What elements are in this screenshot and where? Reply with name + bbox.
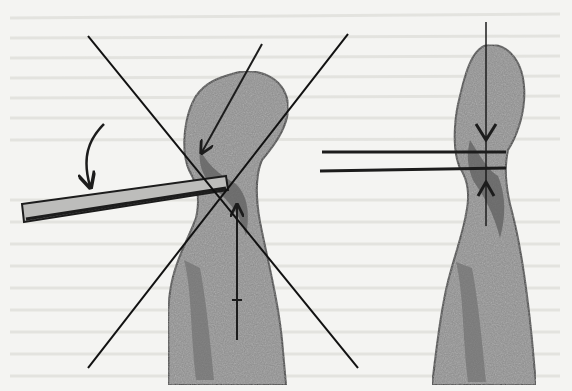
illustration bbox=[0, 0, 572, 391]
figure-canvas bbox=[0, 0, 572, 391]
